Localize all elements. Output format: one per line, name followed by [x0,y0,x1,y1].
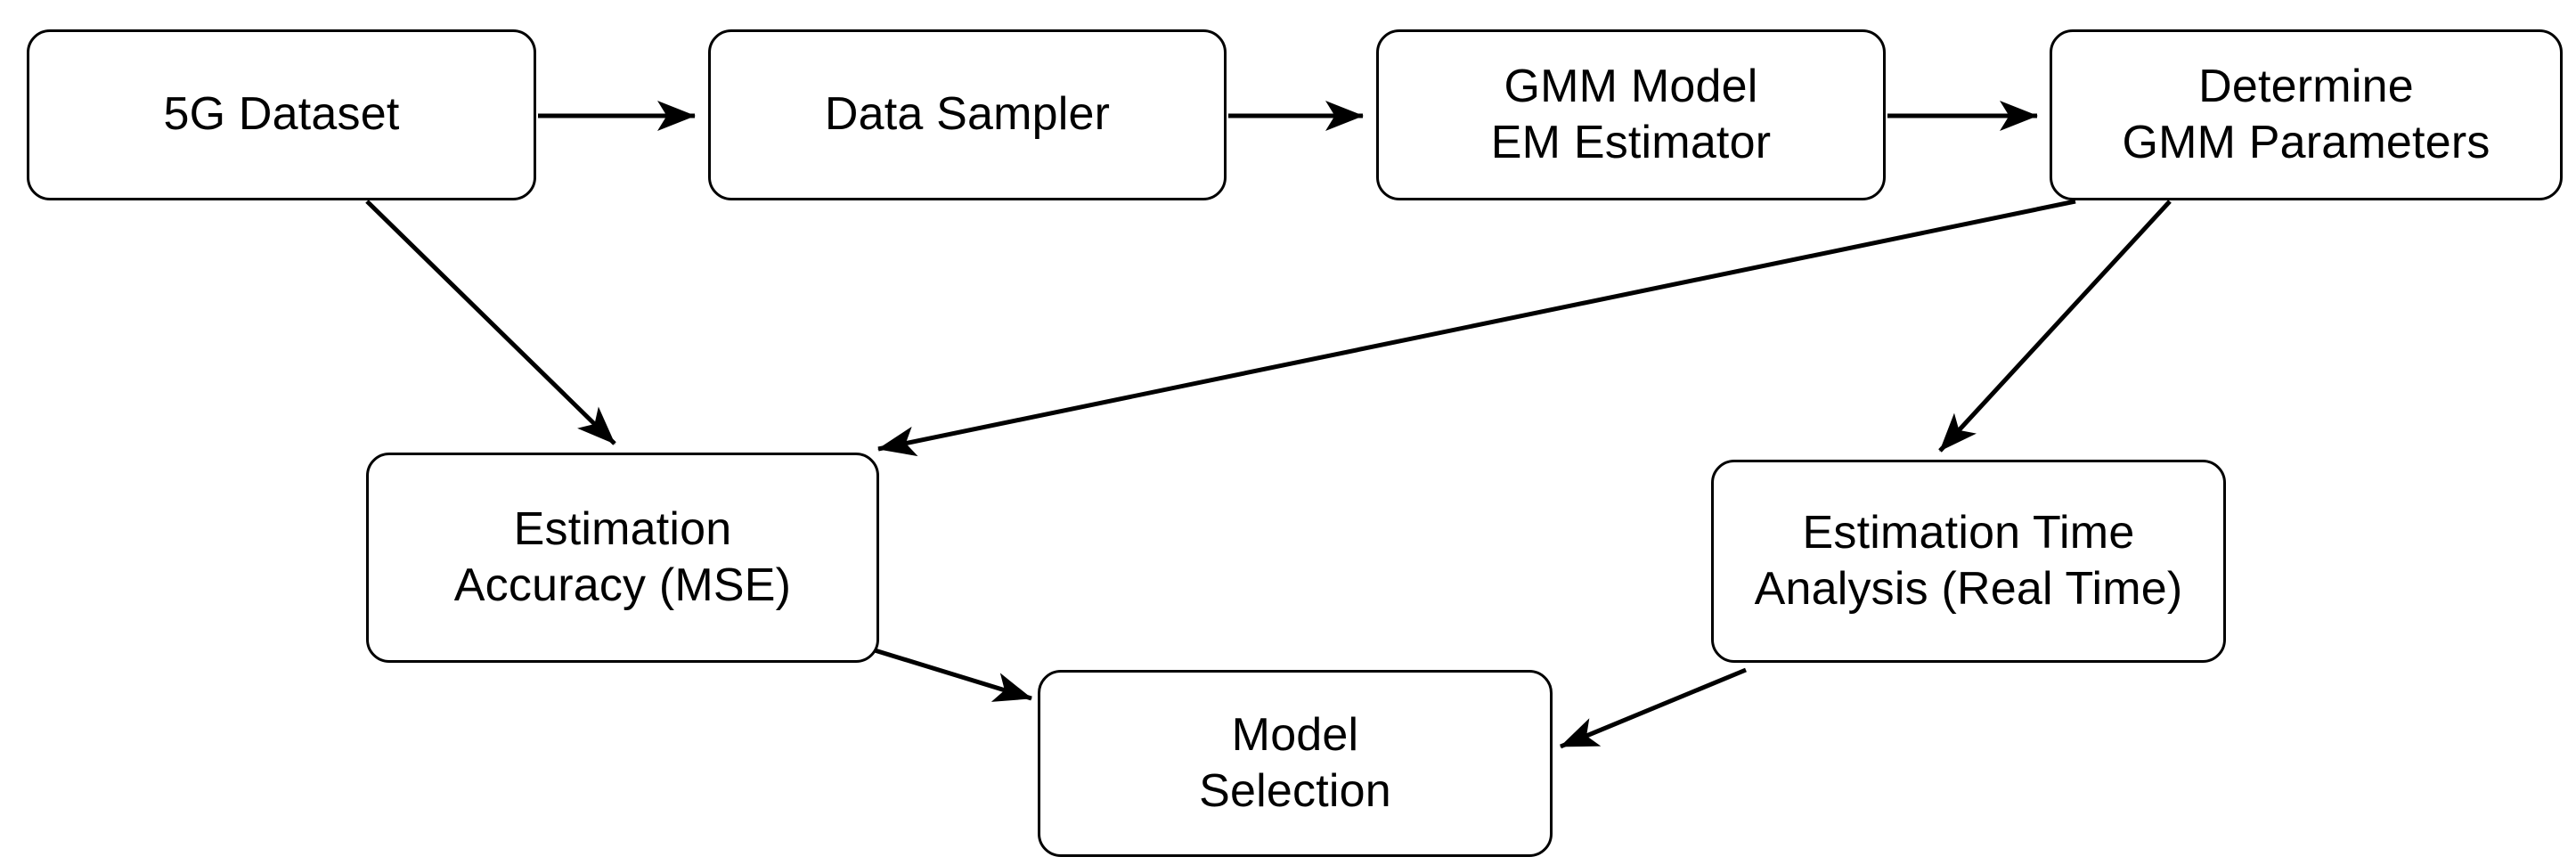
edge-dataset-to-accuracy [365,200,616,445]
node-gmm-em-estimator-label: GMM Model EM Estimator [1490,60,1772,168]
node-dataset[interactable]: 5G Dataset [27,29,536,200]
edge-determine-params-to-time-analysis [1938,200,2172,453]
edge-accuracy-to-model-selection [851,641,1032,702]
node-data-sampler[interactable]: Data Sampler [708,29,1227,200]
node-model-selection-label: Model Selection [1199,708,1391,817]
node-determine-gmm-parameters-label: Determine GMM Parameters [2122,60,2490,168]
node-gmm-em-estimator[interactable]: GMM Model EM Estimator [1376,29,1886,200]
node-estimation-time-analysis[interactable]: Estimation Time Analysis (Real Time) [1711,460,2226,663]
node-estimation-accuracy[interactable]: Estimation Accuracy (MSE) [366,453,879,663]
node-estimation-accuracy-label: Estimation Accuracy (MSE) [453,502,792,611]
edge-determine-params-to-accuracy [877,199,2076,457]
node-dataset-label: 5G Dataset [163,88,400,141]
node-model-selection[interactable]: Model Selection [1038,670,1553,857]
node-data-sampler-label: Data Sampler [824,88,1111,141]
edge-time-analysis-to-model-selection [1560,667,1747,749]
node-estimation-time-analysis-label: Estimation Time Analysis (Real Time) [1754,506,2183,615]
node-determine-gmm-parameters[interactable]: Determine GMM Parameters [2050,29,2563,200]
